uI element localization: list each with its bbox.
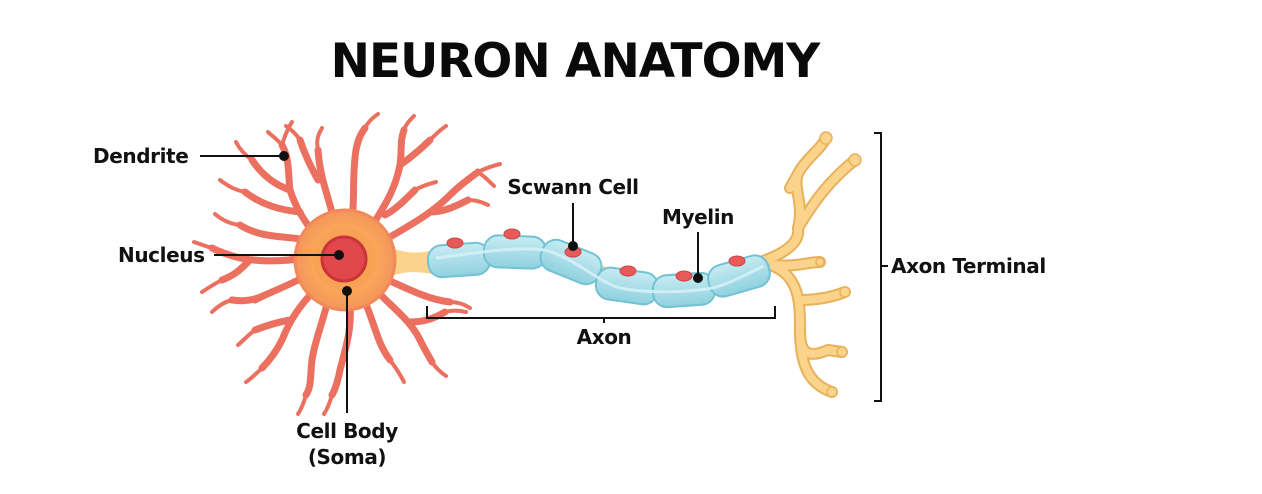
nucleus [320, 235, 368, 283]
label-schwann-cell: Scwann Cell [507, 175, 638, 199]
leader-lines [200, 151, 703, 413]
myelin-highlight [435, 247, 765, 294]
label-nucleus: Nucleus [118, 243, 205, 267]
dendrites [192, 112, 502, 416]
myelin-sheath [426, 234, 771, 309]
label-cell-body: Cell Body [296, 419, 398, 443]
schwann-cell-nuclei [446, 228, 746, 282]
label-soma: (Soma) [308, 445, 386, 469]
diagram-title: NEURON ANATOMY [330, 34, 821, 89]
label-axon-terminal: Axon Terminal [891, 254, 1046, 278]
axon-terminal-bracket [874, 132, 888, 402]
axon-terminal-branches [754, 131, 862, 398]
label-myelin: Myelin [662, 205, 734, 229]
label-axon: Axon [577, 325, 632, 349]
label-dendrite: Dendrite [93, 144, 188, 168]
axon-bracket [426, 306, 776, 323]
